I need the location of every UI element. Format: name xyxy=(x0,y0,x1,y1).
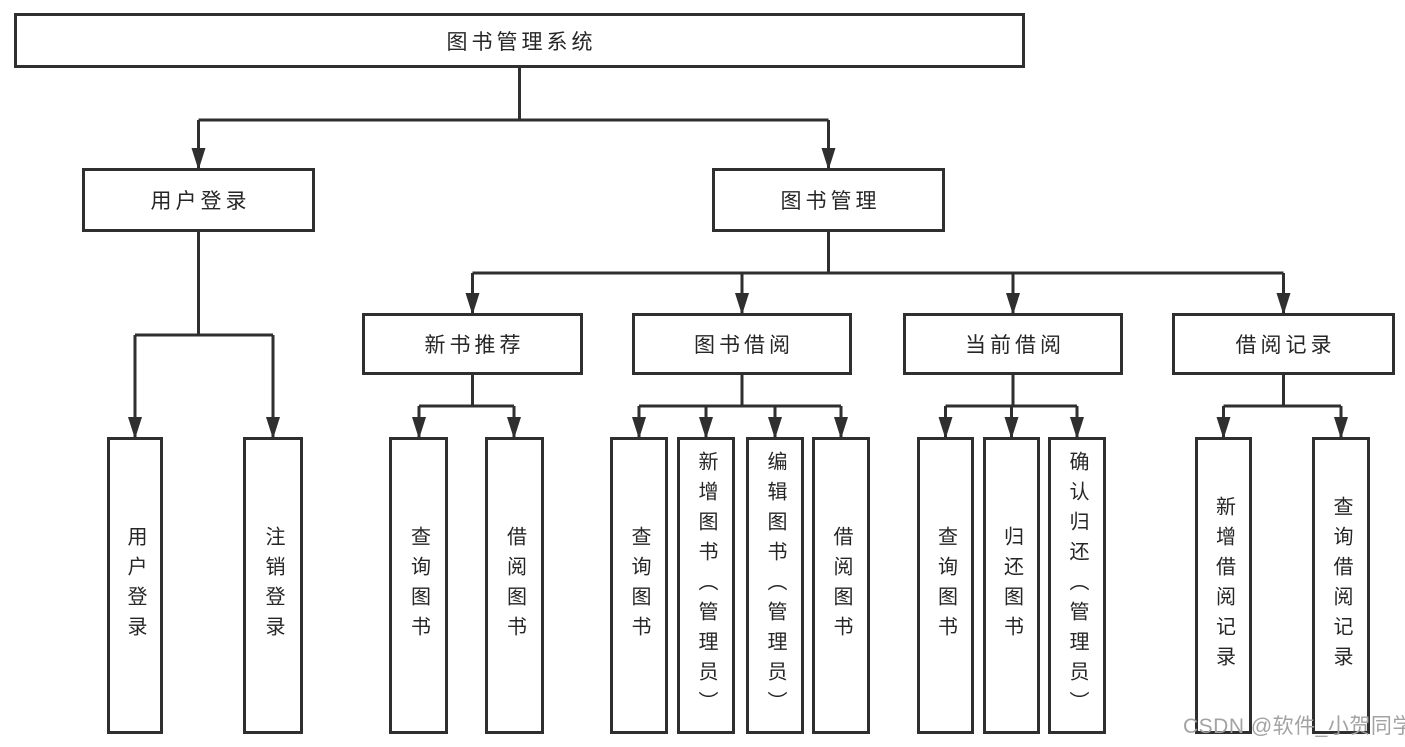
leaf-add-borrow-record: 新增借阅记录 xyxy=(1195,437,1252,734)
edge-newbook-bus xyxy=(419,375,514,408)
leaf-query-books-recommend: 查询图书 xyxy=(389,437,448,734)
leaf-query-books-borrow: 查询图书 xyxy=(610,437,668,734)
edge-userlogin-bus xyxy=(135,232,273,337)
leaf-user-login: 用户登录 xyxy=(107,437,163,734)
leaf-borrow-books: 借阅图书 xyxy=(812,437,870,734)
leaf-return-books: 归还图书 xyxy=(983,437,1040,734)
leaf-edit-books-admin: 编辑图书（管理员） xyxy=(746,437,804,734)
node-root-library-system: 图书管理系统 xyxy=(14,13,1025,68)
leaf-confirm-return-admin: 确认归还（管理员） xyxy=(1048,437,1106,734)
edge-currentborrow-bus xyxy=(945,375,1077,408)
edge-borrowrecord-bus xyxy=(1223,375,1341,408)
leaf-label: 编辑图书（管理员） xyxy=(764,450,786,721)
leaf-label: 查询图书 xyxy=(407,525,430,646)
edge-bookmgmt-bus xyxy=(472,232,1284,275)
edge-bookborrow-bus xyxy=(639,375,841,408)
csdn-watermark: CSDN @软件_小贺同学 xyxy=(1183,715,1405,738)
leaf-query-borrow-record: 查询借阅记录 xyxy=(1312,437,1370,734)
leaf-label: 借阅图书 xyxy=(503,525,526,646)
node-borrow-record: 借阅记录 xyxy=(1172,313,1395,375)
leaf-label: 借阅图书 xyxy=(830,525,852,646)
leaf-label: 新增图书（管理员） xyxy=(695,450,717,721)
leaf-add-books-admin: 新增图书（管理员） xyxy=(677,437,735,734)
leaf-label: 确认归还（管理员） xyxy=(1066,450,1088,721)
leaf-logout: 注销登录 xyxy=(243,437,303,734)
node-new-book-recommend: 新书推荐 xyxy=(362,313,583,375)
leaf-label: 用户登录 xyxy=(124,525,146,646)
leaf-label: 查询借阅记录 xyxy=(1330,495,1352,676)
leaf-label: 查询图书 xyxy=(628,525,650,646)
node-user-login: 用户登录 xyxy=(82,168,315,232)
node-current-borrow: 当前借阅 xyxy=(903,313,1123,375)
leaf-label: 归还图书 xyxy=(1000,525,1023,646)
leaf-query-books-current: 查询图书 xyxy=(917,437,974,734)
node-book-management: 图书管理 xyxy=(712,168,945,232)
leaf-label: 查询图书 xyxy=(934,525,957,646)
node-book-borrow: 图书借阅 xyxy=(632,313,852,375)
leaf-label: 新增借阅记录 xyxy=(1212,495,1235,676)
leaf-borrow-books-recommend: 借阅图书 xyxy=(485,437,544,734)
edge-root-bus xyxy=(198,68,829,122)
leaf-label: 注销登录 xyxy=(262,525,284,646)
